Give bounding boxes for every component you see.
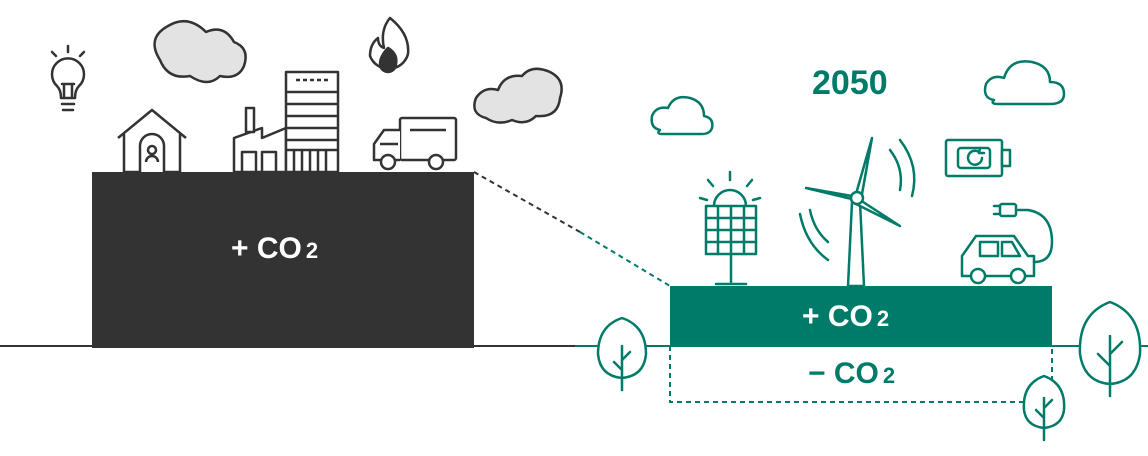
plus-sign: + <box>231 232 249 265</box>
emission-block-after <box>670 286 1052 346</box>
absorption-box <box>669 346 1053 403</box>
target-year: 2050 <box>812 64 888 102</box>
office-building-icon <box>284 70 340 174</box>
co2-subscript: 2 <box>876 306 890 331</box>
smoke-cloud-icon <box>473 67 563 124</box>
truck-icon <box>372 116 458 171</box>
cloud-icon <box>153 19 247 84</box>
connector-dashed-green <box>579 231 671 287</box>
house-icon <box>117 108 187 174</box>
flame-icon <box>368 16 410 74</box>
tree-icon <box>1078 300 1142 398</box>
co2-text: CO <box>833 357 879 390</box>
wind-turbine-icon <box>798 136 916 288</box>
emission-block-before <box>92 172 474 348</box>
minus-sign: − <box>808 357 826 390</box>
factory-icon <box>232 106 288 174</box>
solar-panel-icon <box>698 170 762 286</box>
cloud-icon <box>650 95 714 136</box>
tree-icon <box>1022 374 1066 442</box>
electric-car-icon <box>960 202 1054 285</box>
co2-subscript: 2 <box>882 363 896 388</box>
lightbulb-icon <box>50 44 86 112</box>
cloud-icon <box>983 60 1066 106</box>
co2-subscript: 2 <box>305 238 319 263</box>
battery-icon <box>944 138 1012 178</box>
tree-icon <box>596 316 648 392</box>
co2-text: CO <box>256 232 302 265</box>
plus-sign: + <box>802 300 820 333</box>
co2-text: CO <box>827 300 873 333</box>
connector-dashed-dark <box>473 171 581 233</box>
